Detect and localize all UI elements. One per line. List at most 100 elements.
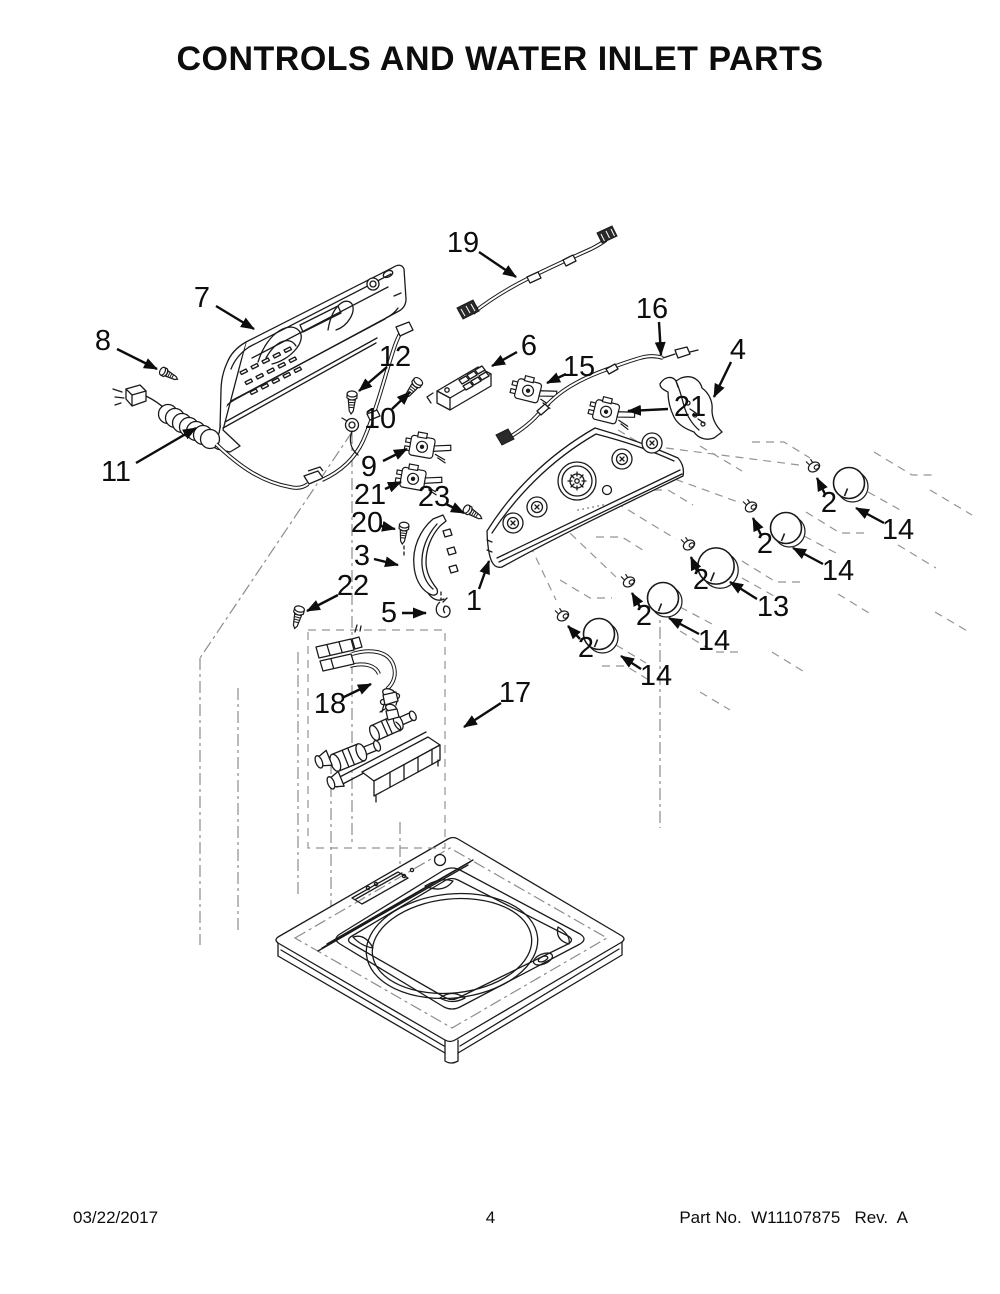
callout-4: 4	[714, 334, 746, 398]
callout-label: 15	[563, 351, 595, 383]
part-19-wire-harness	[457, 226, 617, 319]
projection-lines	[200, 430, 972, 945]
callout-arrow	[344, 684, 372, 697]
callout-15: 15	[546, 351, 595, 383]
callout-2: 2	[691, 556, 709, 596]
callout-14: 14	[668, 618, 730, 657]
callout-label: 19	[447, 227, 479, 259]
callout-label: 7	[194, 282, 210, 314]
callout-arrow	[729, 582, 757, 599]
callout-arrow	[792, 548, 823, 564]
callout-arrow	[546, 372, 566, 383]
callout-label: 2	[757, 528, 773, 560]
callout-arrow	[654, 322, 666, 356]
washer-top-panel	[276, 838, 624, 1064]
callout-label: 17	[499, 677, 531, 709]
page-title: CONTROLS AND WATER INLET PARTS	[176, 40, 824, 78]
callout-17: 17	[463, 677, 531, 727]
console-knob-bezels	[503, 433, 662, 533]
callout-arrow	[306, 595, 338, 611]
part-4-console-end-cap-right	[660, 377, 722, 439]
callout-arrow	[446, 502, 465, 513]
callout-arrow	[668, 618, 699, 634]
callout-2: 2	[568, 626, 594, 664]
callout-7: 7	[194, 282, 255, 329]
callout-5: 5	[381, 597, 427, 629]
callout-21: 21	[627, 391, 706, 423]
callout-label: 13	[757, 591, 789, 623]
callout-arrow	[117, 349, 158, 369]
callout-arrow	[136, 428, 197, 463]
page-footer: 03/22/2017 4 Part No. W11107875 Rev. A	[0, 1208, 1000, 1228]
callout-arrow	[491, 352, 517, 366]
callout-label: 22	[337, 570, 369, 602]
callout-label: 4	[730, 334, 746, 366]
callout-8: 8	[95, 325, 158, 369]
callout-label: 10	[364, 403, 396, 435]
callout-arrow	[392, 392, 410, 409]
callout-14: 14	[855, 508, 914, 546]
callout-arrow	[479, 252, 517, 277]
callout-10: 10	[364, 392, 410, 435]
callout-arrow	[620, 656, 641, 669]
callout-arrow	[381, 520, 396, 532]
callout-label: 18	[314, 688, 346, 720]
callout-2: 2	[817, 477, 837, 519]
footer-page-number: 4	[485, 1208, 496, 1227]
part-14-knob	[646, 581, 683, 618]
part-2-clip	[742, 498, 760, 515]
part-18-inlet-hose-assembly	[316, 625, 401, 731]
callout-arrow	[463, 703, 501, 727]
callout-14: 14	[620, 656, 672, 692]
callout-label: 12	[379, 341, 411, 373]
callout-18: 18	[314, 684, 372, 720]
callout-label: 2	[578, 632, 594, 664]
callout-label: 14	[822, 555, 854, 587]
part-22-screw	[289, 604, 306, 631]
footer-part-number: Part No. W11107875 Rev. A	[679, 1208, 908, 1227]
callout-label: 2	[821, 487, 837, 519]
callout-arrow	[385, 482, 402, 493]
callout-label: 3	[354, 540, 370, 572]
callout-arrow	[568, 626, 580, 639]
part-2-clip	[620, 573, 638, 590]
callout-label: 8	[95, 325, 111, 357]
callout-19: 19	[447, 227, 517, 277]
part-3-console-end-cap-left	[414, 515, 458, 600]
callout-arrow	[359, 367, 387, 391]
callout-arrow	[632, 592, 644, 607]
part-8-screw	[157, 365, 181, 384]
part-11-power-cord	[113, 322, 413, 488]
callout-label: 20	[351, 507, 383, 539]
callout-arrow	[216, 306, 255, 329]
callout-label: 14	[640, 660, 672, 692]
part-16-wire-harness	[496, 347, 698, 445]
callout-16: 16	[636, 293, 668, 356]
callout-21: 21	[354, 479, 402, 511]
part-15-switch	[508, 372, 561, 411]
part-9-switch	[402, 429, 454, 465]
callout-12: 12	[359, 341, 411, 391]
callout-13: 13	[729, 582, 789, 623]
callout-2: 2	[753, 517, 773, 560]
callout-arrow	[627, 404, 668, 416]
callout-label: 14	[698, 625, 730, 657]
callout-label: 2	[693, 564, 709, 596]
part-5-clip	[436, 592, 450, 617]
part-20-screw	[396, 521, 410, 546]
callout-arrow	[479, 560, 489, 589]
callout-label: 21	[354, 479, 386, 511]
callout-label: 16	[636, 293, 668, 325]
footer-date: 03/22/2017	[73, 1208, 159, 1227]
part-23-screw	[461, 503, 485, 523]
callout-9: 9	[361, 449, 408, 483]
part-14-knob	[832, 466, 869, 503]
callout-label: 5	[381, 597, 397, 629]
callout-label: 1	[466, 585, 482, 617]
valve-assembly-phantom-box	[308, 630, 445, 848]
callout-label: 21	[674, 391, 706, 423]
callout-arrow	[374, 556, 399, 568]
